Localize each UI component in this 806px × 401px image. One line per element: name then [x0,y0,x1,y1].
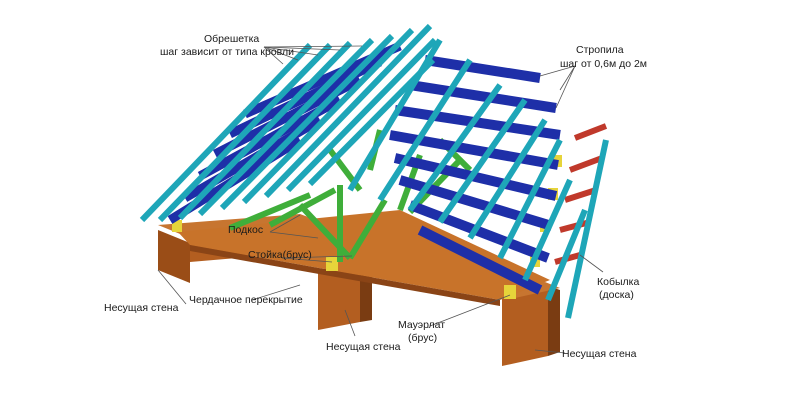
label-wall-left: Несущая стена [104,302,179,314]
label-podkos: Подкос [228,224,263,236]
label-mauerlat-note: (брус) [408,332,437,344]
label-obreshetka-note: шаг зависит от типа кровли [160,46,294,58]
label-stropila: Стропила [576,44,624,56]
label-kobylka: Кобылка [597,276,639,288]
label-kobylka-note: (доска) [599,289,634,301]
mauerlat-block [326,257,338,271]
label-stropila-note: шаг от 0,6м до 2м [560,58,647,70]
label-cherdachnoe: Чердачное перекрытие [189,294,303,306]
label-wall-center: Несущая стена [326,341,401,353]
label-stoyka: Стойка(брус) [248,249,312,261]
label-wall-right: Несущая стена [562,348,637,360]
label-mauerlat: Мауэрлат [398,319,445,331]
label-obreshetka: Обрешетка [204,33,259,45]
